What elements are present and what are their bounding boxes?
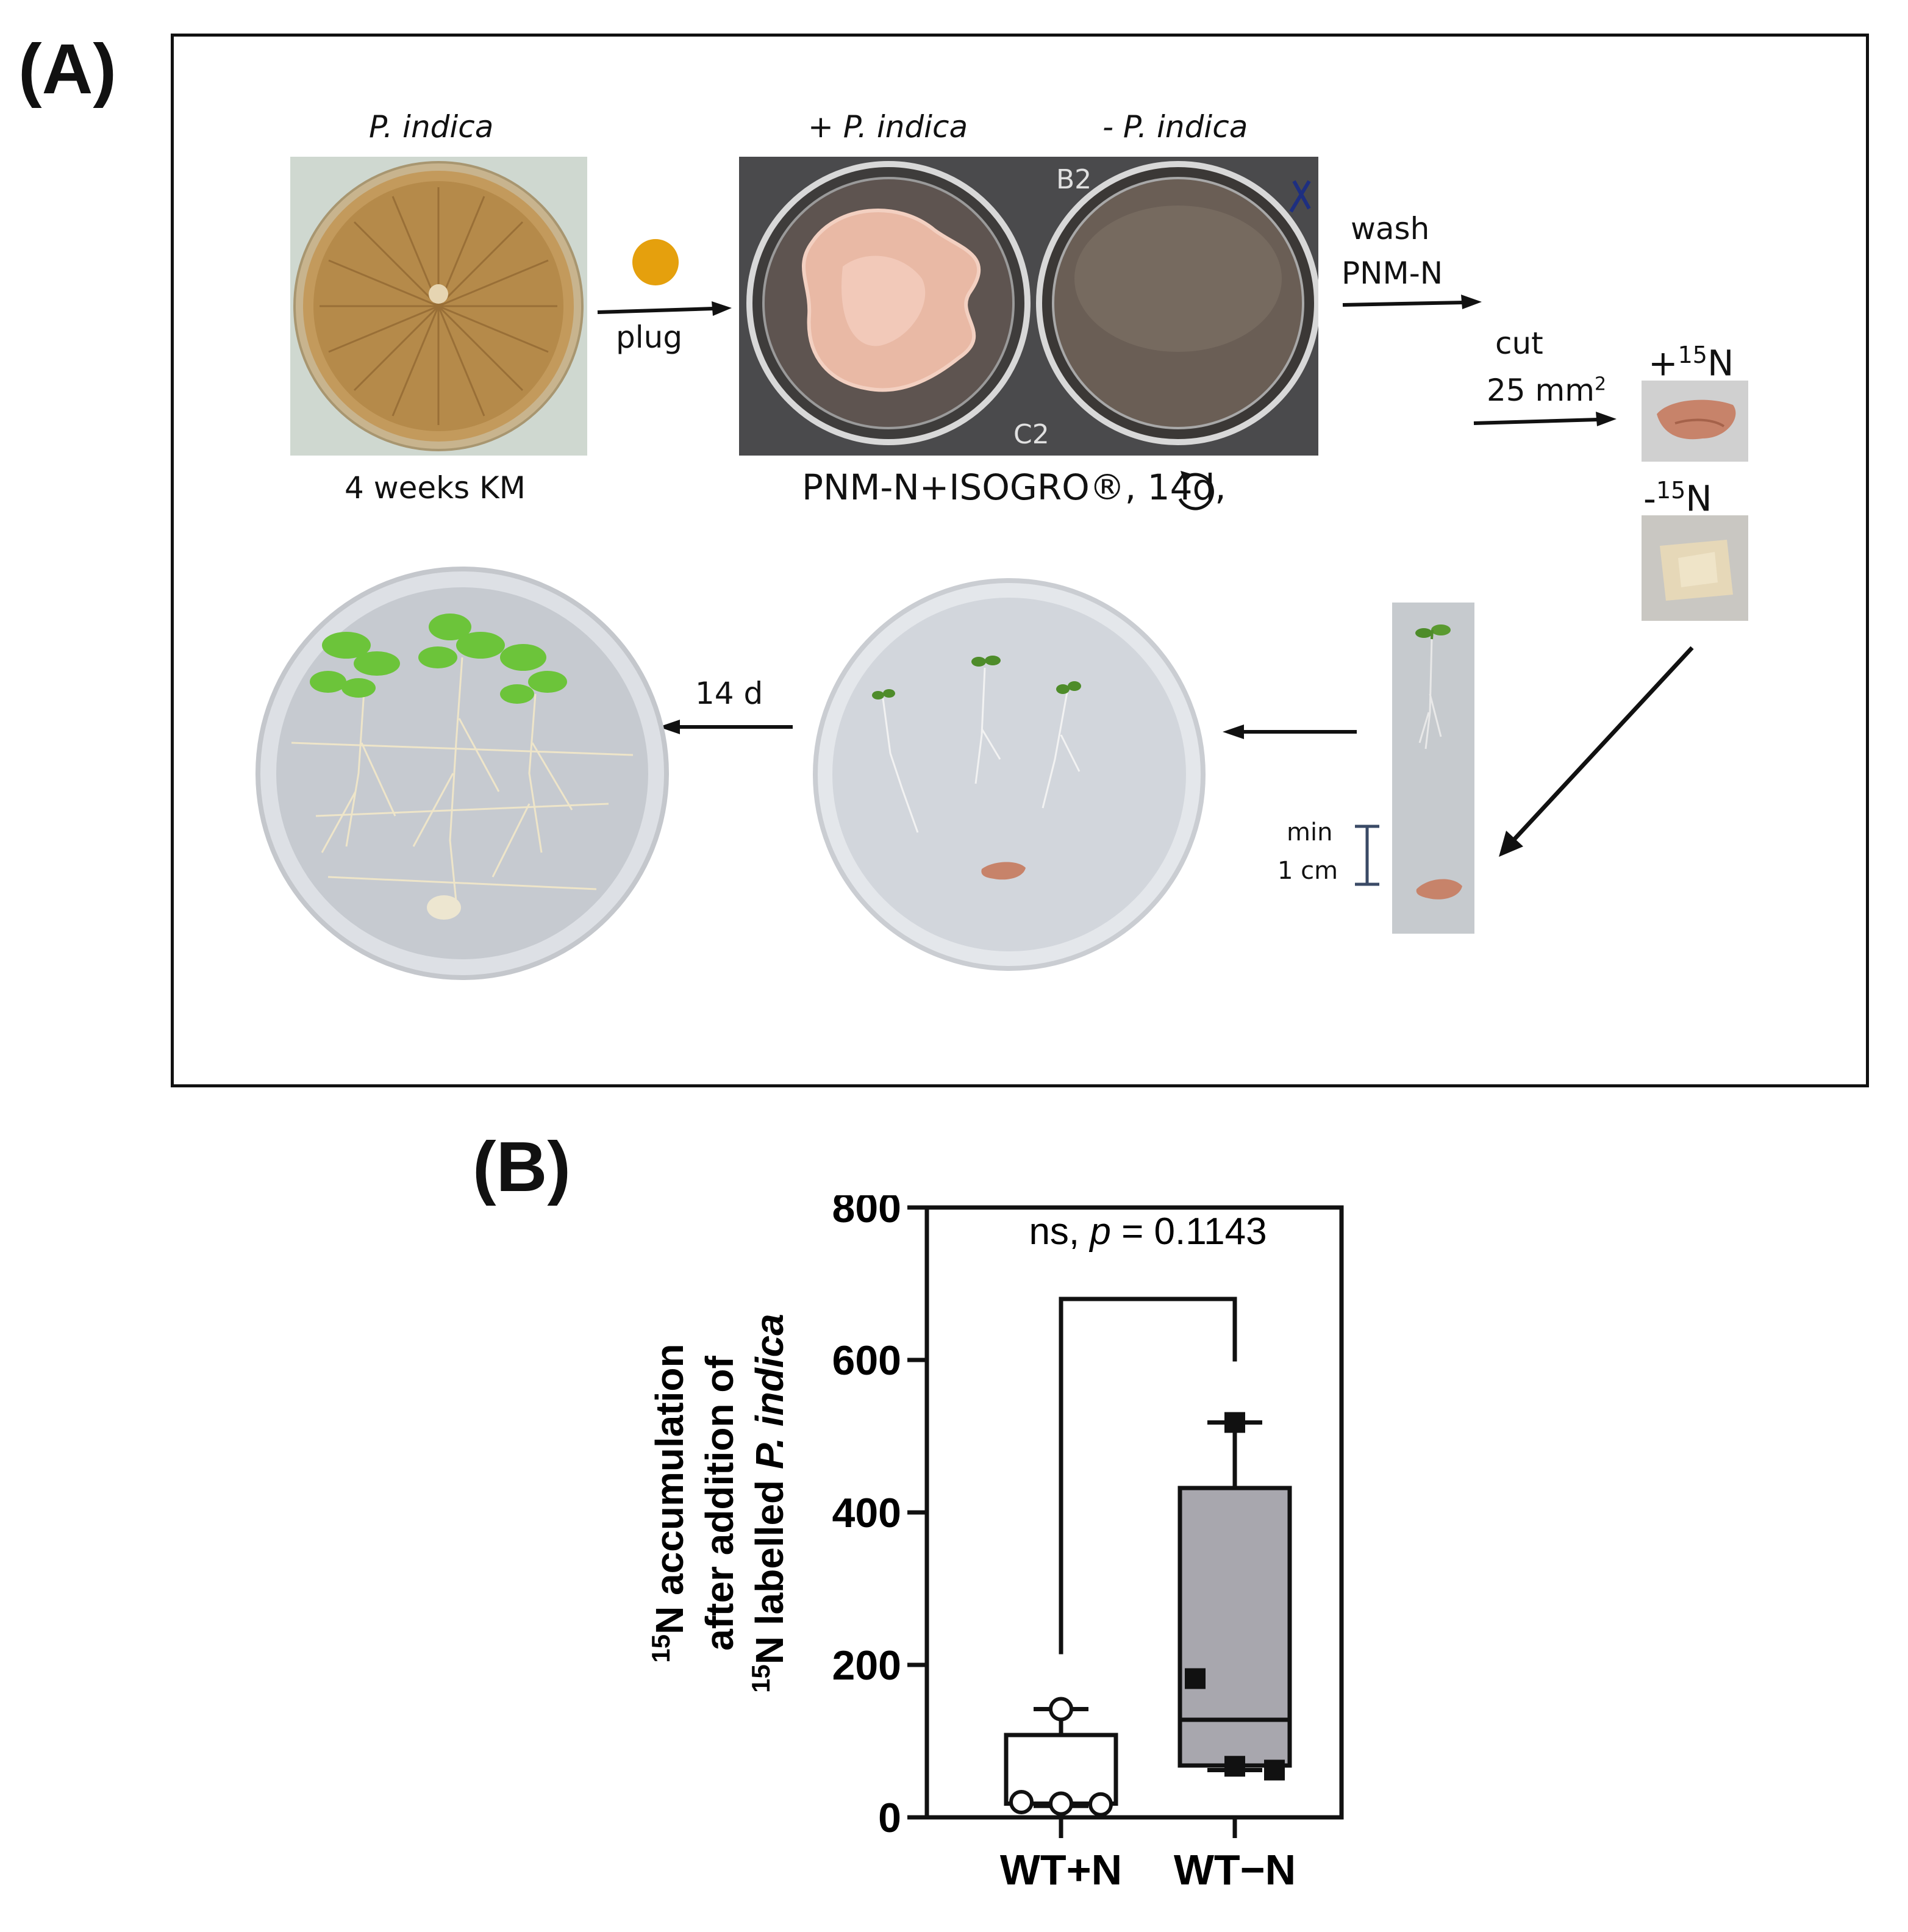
min-label: min [1287, 818, 1333, 846]
minus-15n-label: -15N [1643, 477, 1712, 520]
plug-label: plug [616, 320, 683, 355]
plate-caption: 4 weeks KM [345, 470, 526, 506]
y-ticks: 0 200 400 600 800 [832, 1195, 927, 1841]
area-label: 25 mm2 [1487, 373, 1607, 408]
y-tick-label-1: 200 [832, 1642, 901, 1689]
well-c2-label: C2 [1013, 419, 1049, 450]
box-1 [1177, 1486, 1292, 1768]
data-point-1-2 [1224, 1756, 1245, 1777]
seedling-plate-day0 [813, 578, 1206, 971]
distance-bracket [1355, 825, 1379, 886]
well-plate-photo: B2 C2 [739, 157, 1318, 456]
y-tick-label-4: 800 [832, 1195, 901, 1231]
x-category-label-0: WT+N [1000, 1846, 1122, 1894]
medium-caption: PNM-N+ISOGRO®, 14d, [802, 467, 1226, 508]
panel-a-label: (A) [18, 29, 117, 109]
y-label-line1: 15N accumulation [646, 1343, 691, 1662]
pnm-label: PNM-N [1342, 256, 1443, 291]
plus-15n-label: +15N [1648, 342, 1734, 384]
data-point-0-1 [1009, 1790, 1034, 1814]
box-plot-chart: 15N accumulation after addition of 15N l… [646, 1195, 1344, 1894]
y-tick-label-0: 0 [878, 1795, 901, 1841]
plus-pi-caption: + P. indica [808, 109, 968, 145]
y-tick-label-2: 400 [832, 1490, 901, 1536]
wash-label: wash [1351, 211, 1430, 246]
fungus-culture-plate [290, 157, 587, 456]
panel-b-label: (B) [473, 1127, 571, 1206]
x-categories: WT+N WT−N [1000, 1817, 1296, 1894]
wash-arrow [1342, 295, 1482, 309]
well-b2-label: B2 [1056, 164, 1092, 195]
minus-pi-caption: - P. indica [1102, 109, 1248, 145]
cut-arrow [1473, 412, 1617, 426]
significance-bracket [1059, 1297, 1237, 1655]
panel-a-frame [171, 34, 1869, 1087]
data-point-0-2 [1049, 1791, 1073, 1816]
x-category-label-1: WT−N [1174, 1846, 1296, 1894]
data-point-0-0 [1049, 1697, 1073, 1722]
distance-label: 1 cm [1277, 857, 1338, 885]
y-tick-label-3: 600 [832, 1337, 901, 1384]
fungus-caption: P. indica [369, 109, 494, 145]
seedling-plate-day14 [255, 567, 669, 980]
plug-dot [632, 239, 679, 285]
boxes [1004, 1412, 1292, 1817]
shaking-rotation-icon [1178, 471, 1214, 510]
y-label-line2: after addition of [698, 1356, 741, 1651]
cut-label: cut [1495, 326, 1543, 361]
labelled-fungus-piece [1642, 381, 1748, 462]
growth-arrow [659, 720, 793, 734]
unlabelled-fungus-piece [1642, 515, 1748, 621]
plug-arrow [597, 301, 732, 316]
placement-arrow [1499, 646, 1694, 857]
days-label: 14 d [695, 676, 763, 711]
significance-label: ns, p = 0.1143 [1029, 1211, 1267, 1253]
data-point-1-1 [1185, 1668, 1206, 1689]
transfer-arrow [1223, 724, 1357, 739]
data-point-1-3 [1264, 1759, 1285, 1781]
seedling-strip-photo [1392, 603, 1474, 934]
y-label-line3: 15N labelled P. indica [746, 1314, 791, 1693]
y-axis-label: 15N accumulation after addition of 15N l… [646, 1314, 791, 1693]
data-point-0-3 [1088, 1792, 1113, 1817]
data-point-1-0 [1224, 1412, 1245, 1433]
